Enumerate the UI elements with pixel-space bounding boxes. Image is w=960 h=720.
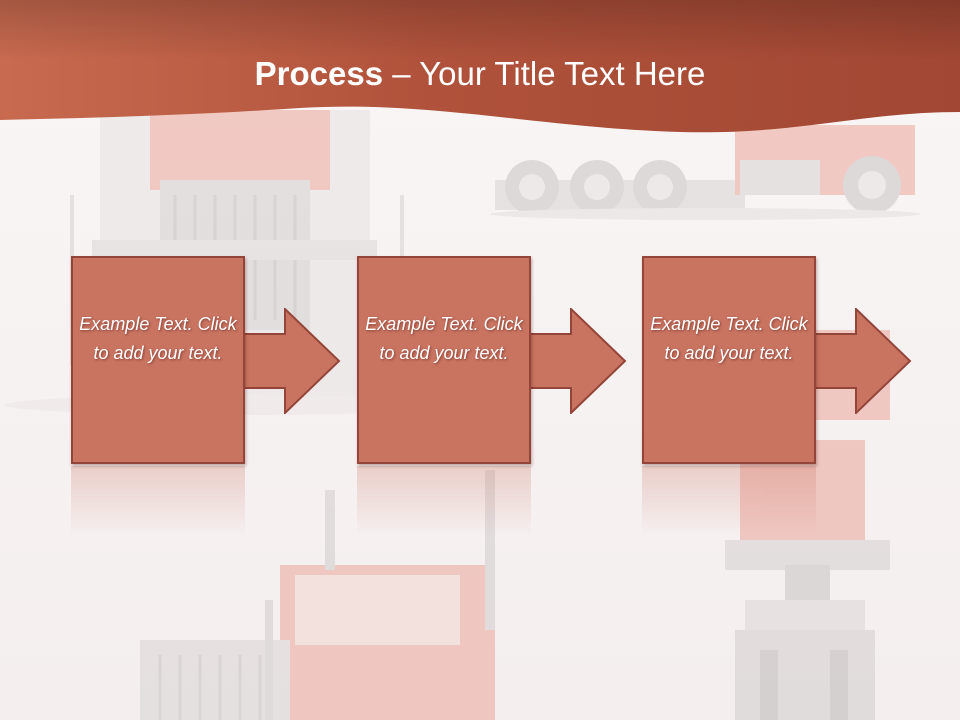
step-reflection: [642, 466, 816, 536]
step-reflection: [357, 466, 531, 536]
process-step-3[interactable]: Example Text. Click to add your text.: [642, 256, 912, 536]
header-band: [0, 0, 960, 133]
step-text[interactable]: Example Text. Click to add your text.: [650, 314, 808, 363]
step-box: [71, 256, 245, 464]
step-box: [642, 256, 816, 464]
title-rest: – Your Title Text Here: [383, 55, 706, 92]
process-step-2[interactable]: Example Text. Click to add your text.: [357, 256, 627, 536]
arrow-right-icon: [812, 308, 912, 414]
truck-side-image: [490, 125, 920, 220]
truck-angle-image: [140, 470, 495, 720]
process-step-1[interactable]: Example Text. Click to add your text.: [71, 256, 341, 536]
step-text[interactable]: Example Text. Click to add your text.: [365, 314, 523, 363]
arrow-right-icon: [527, 308, 627, 414]
step-reflection: [71, 466, 245, 536]
step-box: [357, 256, 531, 464]
arrow-right-icon: [241, 308, 341, 414]
title-bold: Process: [254, 55, 384, 92]
slide-title[interactable]: Process – Your Title Text Here: [0, 52, 960, 96]
step-text[interactable]: Example Text. Click to add your text.: [79, 314, 237, 363]
